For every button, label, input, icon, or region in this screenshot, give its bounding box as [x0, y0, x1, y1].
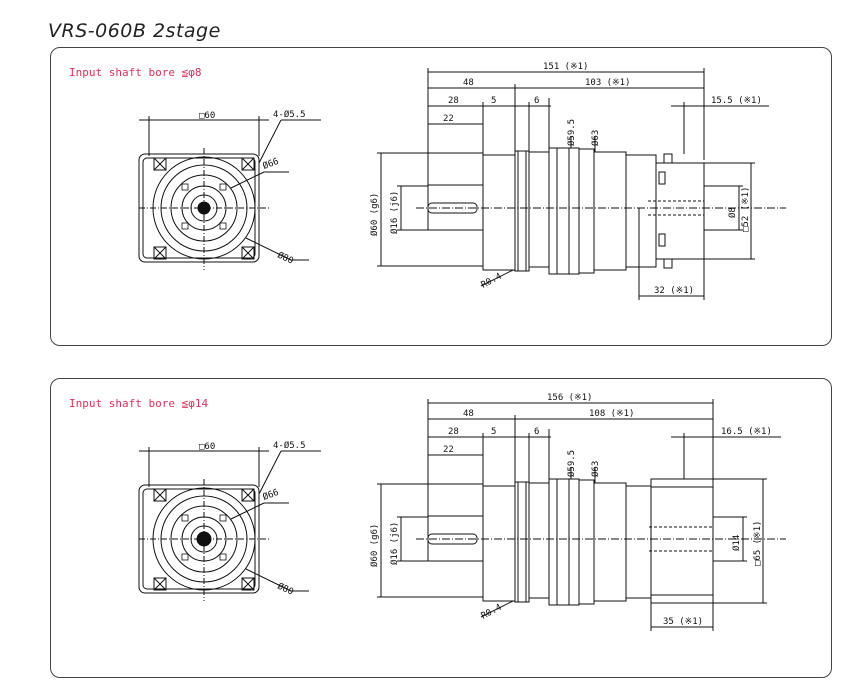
motor-square-dim: □52 (※1) — [741, 187, 751, 232]
bore-dia: Ø14 — [731, 535, 742, 551]
input-shaft-bore-label: Input shaft bore ≦φ8 — [69, 66, 202, 79]
front-view — [138, 447, 321, 601]
dia-16: Ø16 (j6) — [389, 191, 400, 234]
dim-6: 6 — [534, 427, 539, 437]
motor-offset-dim: 15.5 (※1) — [711, 96, 762, 106]
pcd-outer-dim: Ø80 — [276, 581, 295, 598]
pcd-inner-dim: Ø66 — [261, 487, 280, 503]
side-view — [377, 399, 786, 631]
pcd-outer-dim: Ø80 — [276, 250, 295, 267]
flange-length-dim: 48 — [463, 78, 474, 88]
dim-5: 5 — [491, 427, 496, 437]
side-view — [377, 68, 786, 300]
drawing-panel-bore-14: Input shaft bore ≦φ14 — [50, 378, 832, 678]
body-length-dim: 108 (※1) — [589, 409, 634, 419]
body-length-dim: 103 (※1) — [585, 78, 630, 88]
dim-28: 28 — [448, 427, 459, 437]
dia-63: Ø63 — [590, 461, 601, 477]
drawing-panel-bore-8: Input shaft bore ≦φ8 — [50, 47, 832, 346]
dim-22: 22 — [443, 114, 454, 124]
bore-dia: Ø8 — [727, 207, 738, 218]
overall-length-dim: 156 (※1) — [547, 393, 592, 403]
dia-16: Ø16 (j6) — [389, 522, 400, 565]
pcd-inner-dim: Ø66 — [261, 156, 280, 172]
radius-dim: R0.4 — [480, 603, 504, 622]
holes-dim: 4-Ø5.5 — [273, 440, 306, 451]
dim-5: 5 — [491, 96, 496, 106]
dim-6: 6 — [534, 96, 539, 106]
dia-63: Ø63 — [590, 130, 601, 146]
technical-drawing: □60 4-Ø5.5 Ø66 Ø80 151 (※1) 48 103 (※1) … — [138, 62, 786, 300]
holes-dim: 4-Ø5.5 — [273, 109, 306, 120]
front-view — [138, 116, 321, 270]
motor-length-dim: 35 (※1) — [663, 617, 703, 627]
overall-length-dim: 151 (※1) — [543, 62, 588, 72]
dia-60: Ø60 (g6) — [369, 524, 380, 567]
page-title: VRS-060B 2stage — [48, 20, 221, 42]
flange-length-dim: 48 — [463, 409, 474, 419]
dim-22: 22 — [443, 445, 454, 455]
square-dim: □60 — [199, 442, 215, 452]
dim-28: 28 — [448, 96, 459, 106]
motor-square-dim: □65 (※1) — [753, 521, 763, 566]
dia-59-5: Ø59.5 — [566, 450, 577, 477]
motor-offset-dim: 16.5 (※1) — [721, 427, 772, 437]
technical-drawing: □60 4-Ø5.5 Ø66 Ø80 156 (※1) 48 108 (※1) … — [138, 393, 786, 631]
dia-60: Ø60 (g6) — [369, 193, 380, 236]
square-dim: □60 — [199, 111, 215, 121]
radius-dim: R0.4 — [480, 272, 504, 291]
dia-59-5: Ø59.5 — [566, 119, 577, 146]
input-shaft-bore-label: Input shaft bore ≦φ14 — [69, 397, 209, 410]
motor-length-dim: 32 (※1) — [654, 286, 694, 296]
